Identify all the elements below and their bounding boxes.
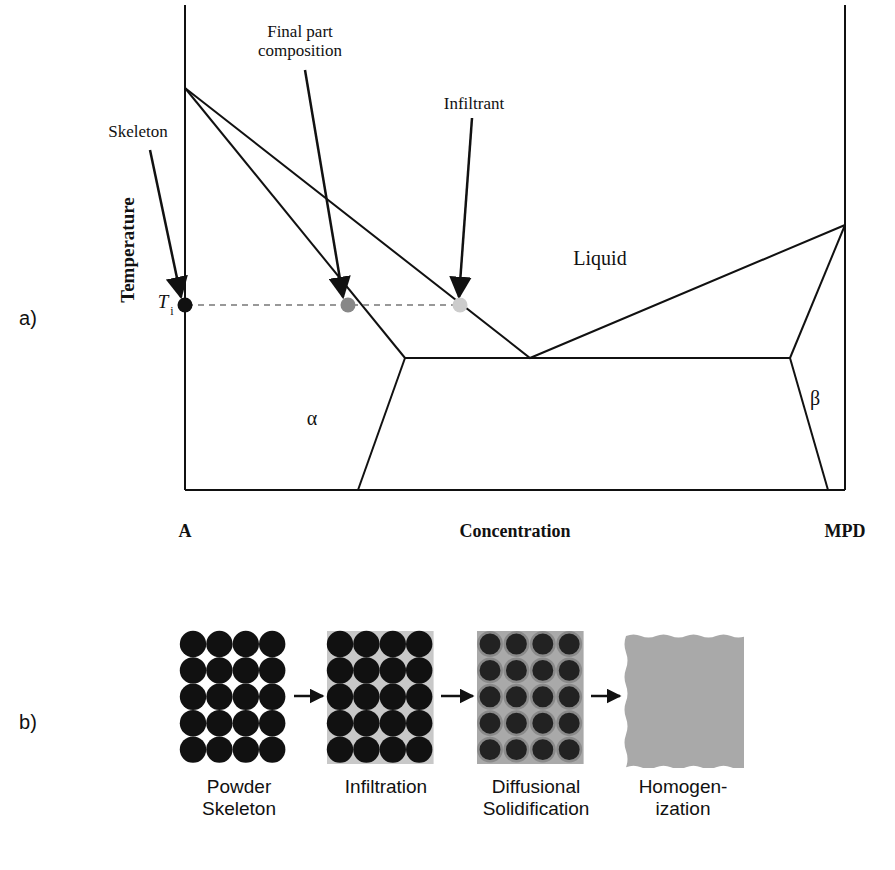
- stage-caption: Powder Skeleton: [178, 776, 300, 820]
- powder-illustration: [178, 630, 300, 768]
- process-arrow: [591, 695, 620, 698]
- text-label: a): [19, 307, 37, 329]
- text-label: b): [19, 711, 37, 733]
- powder-illustration: [475, 630, 597, 768]
- text-label: MPD: [825, 522, 866, 542]
- process-stage: Powder Skeleton: [178, 630, 300, 820]
- process-arrow: [294, 695, 323, 698]
- text-label: T: [158, 292, 169, 313]
- text-label: Temperature: [118, 197, 139, 303]
- text-label: α: [307, 407, 317, 429]
- powder-illustration: [325, 630, 447, 768]
- text-label: Liquid: [573, 247, 626, 269]
- text-label: Skeleton: [108, 123, 168, 142]
- text-label: Final part composition: [244, 23, 356, 60]
- text-label: A: [179, 522, 192, 542]
- process-stage: Infiltration: [325, 630, 447, 798]
- stage-caption: Homogen- ization: [622, 776, 744, 820]
- text-label: i: [170, 305, 173, 318]
- stage-caption: Infiltration: [325, 776, 447, 798]
- powder-illustration: [622, 630, 744, 768]
- text-label: Concentration: [460, 522, 571, 542]
- text-label: β: [810, 387, 820, 409]
- process-stage: Diffusional Solidification: [475, 630, 597, 820]
- process-arrow: [441, 695, 473, 698]
- text-label: Infiltrant: [444, 95, 504, 114]
- process-stage: Homogen- ization: [622, 630, 744, 820]
- stage-caption: Diffusional Solidification: [475, 776, 597, 820]
